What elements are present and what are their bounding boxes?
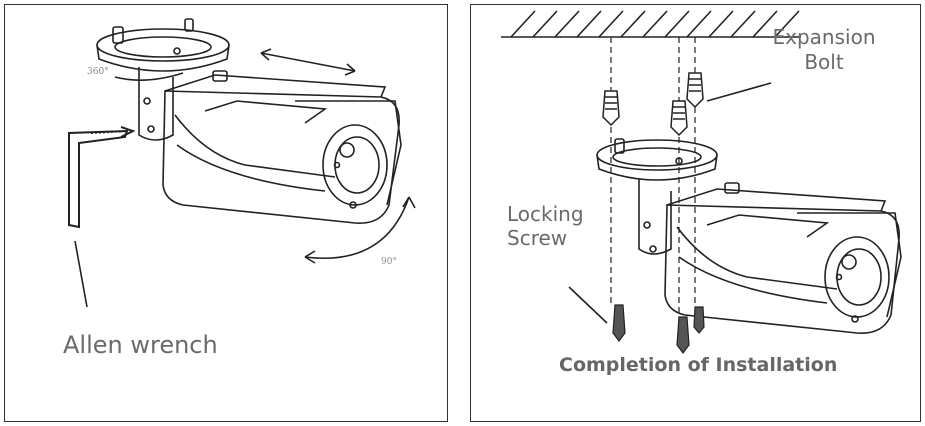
expansion-bolts bbox=[602, 72, 704, 137]
expansion-bolt-label-line2: Bolt bbox=[804, 50, 844, 74]
locking-screw-label-line1: Locking bbox=[507, 202, 584, 226]
rotation-arrow-tilt bbox=[304, 196, 416, 264]
locking-screw-label: Locking Screw bbox=[507, 202, 584, 250]
alignment-guides bbox=[610, 37, 696, 325]
completion-caption: Completion of Installation bbox=[559, 354, 838, 376]
rotation-arc-360 bbox=[114, 72, 184, 81]
angle-label-360: 360° bbox=[87, 67, 109, 77]
camera-housing bbox=[664, 182, 902, 334]
mount-neck bbox=[138, 67, 174, 141]
camera-adjustment-drawing bbox=[68, 18, 416, 308]
locking-screw-leader bbox=[568, 286, 608, 324]
mount-base bbox=[596, 138, 718, 181]
expansion-bolt-label: Expansion Bolt bbox=[771, 25, 877, 75]
allen-wrench-label: Allen wrench bbox=[63, 331, 218, 359]
mount-base bbox=[96, 18, 230, 72]
installation-drawing bbox=[501, 10, 902, 354]
allen-wrench-leader bbox=[74, 240, 88, 308]
right-panel-installation-diagram: Expansion Bolt Locking Screw Completion … bbox=[470, 4, 921, 422]
mount-neck bbox=[638, 179, 672, 255]
expansion-bolt-label-line1: Expansion bbox=[772, 25, 876, 49]
locking-screws bbox=[612, 304, 705, 354]
left-panel-adjustment-diagram: 360° 90° Allen wrench bbox=[4, 4, 448, 422]
locking-screw-label-line2: Screw bbox=[507, 226, 568, 250]
allen-wrench bbox=[68, 126, 136, 229]
rotation-arrow-horizontal bbox=[260, 48, 356, 76]
ceiling-surface bbox=[501, 10, 801, 38]
angle-label-90: 90° bbox=[381, 257, 397, 267]
camera-housing bbox=[162, 70, 402, 224]
expansion-bolt-leader bbox=[706, 82, 772, 102]
